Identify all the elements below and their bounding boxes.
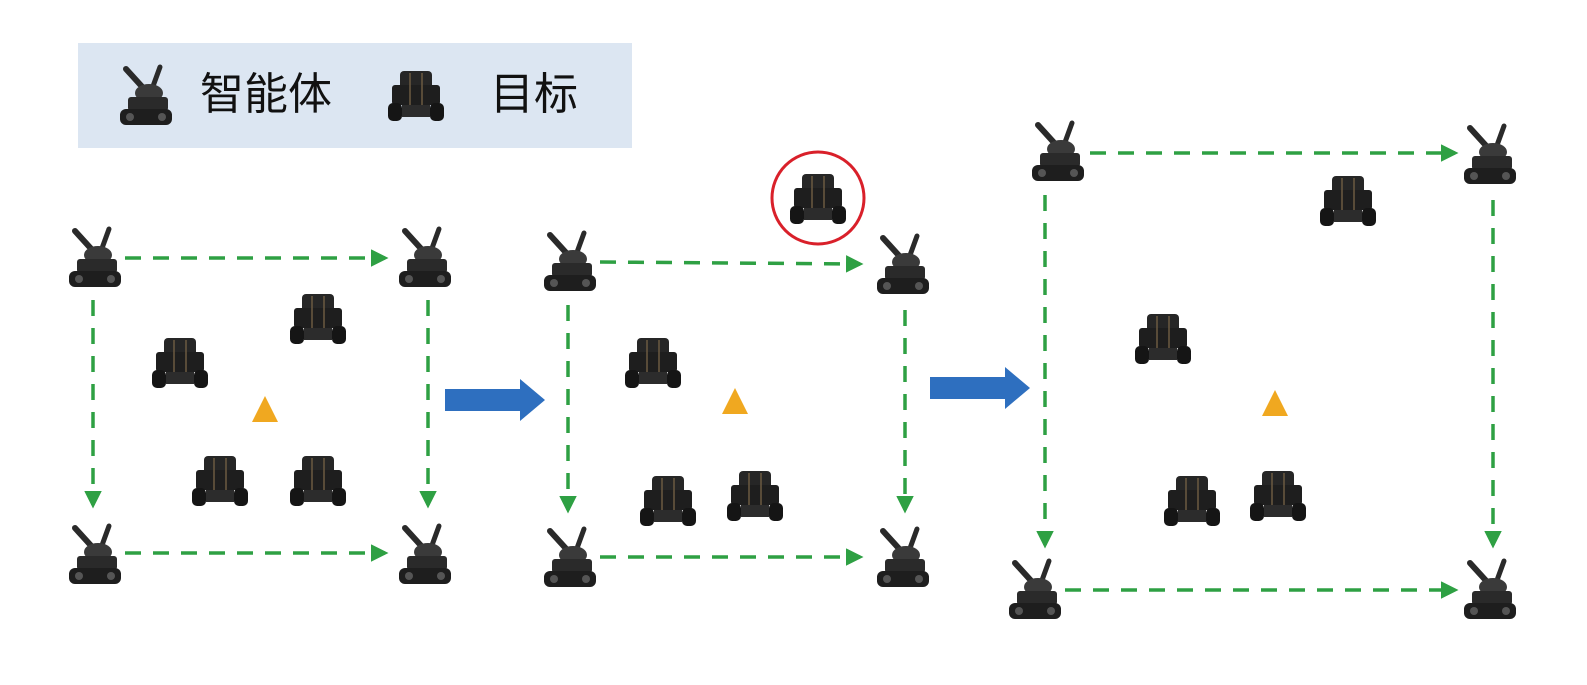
agent-robot-icon [877, 236, 929, 294]
agent-robot-icon [1009, 561, 1061, 619]
dashed-path-arrow [599, 255, 864, 273]
agent-robot-icon [544, 529, 596, 587]
agent-robot-icon [399, 526, 451, 584]
agent-robot-icon [544, 233, 596, 291]
center-triangle-marker [722, 388, 748, 414]
agent-robot-icon [1464, 561, 1516, 619]
target-robot-icon [151, 337, 209, 389]
center-triangle-marker [252, 396, 278, 422]
target-robot-icon [1134, 313, 1192, 365]
target-robot-icon [1163, 475, 1221, 527]
center-triangle-marker [1262, 390, 1288, 416]
target-robot-icon [624, 337, 682, 389]
agent-legend-label: 智能体 [200, 69, 332, 120]
target-robot-icon [1249, 470, 1307, 522]
target-robot-icon [289, 455, 347, 507]
target-robot-icon [726, 470, 784, 522]
agent-robot-icon [69, 229, 121, 287]
agent-robot-icon [1032, 123, 1084, 181]
target-robot-icon [1319, 175, 1377, 227]
target-robot-icon [289, 293, 347, 345]
stage-transition-arrow [445, 379, 545, 421]
agent-robot-icon [877, 529, 929, 587]
agent-robot-icon [1464, 126, 1516, 184]
target-robot-icon [191, 455, 249, 507]
target-legend-label: 目标 [490, 69, 578, 120]
target-robot-icon [639, 475, 697, 527]
agent-robot-icon [69, 526, 121, 584]
target-robot-icon [789, 173, 847, 225]
stage-transition-arrow [930, 367, 1030, 409]
legend: 智能体 目标 [78, 43, 632, 148]
escaping-target-highlight-circle [770, 150, 866, 246]
agent-robot-icon [399, 229, 451, 287]
